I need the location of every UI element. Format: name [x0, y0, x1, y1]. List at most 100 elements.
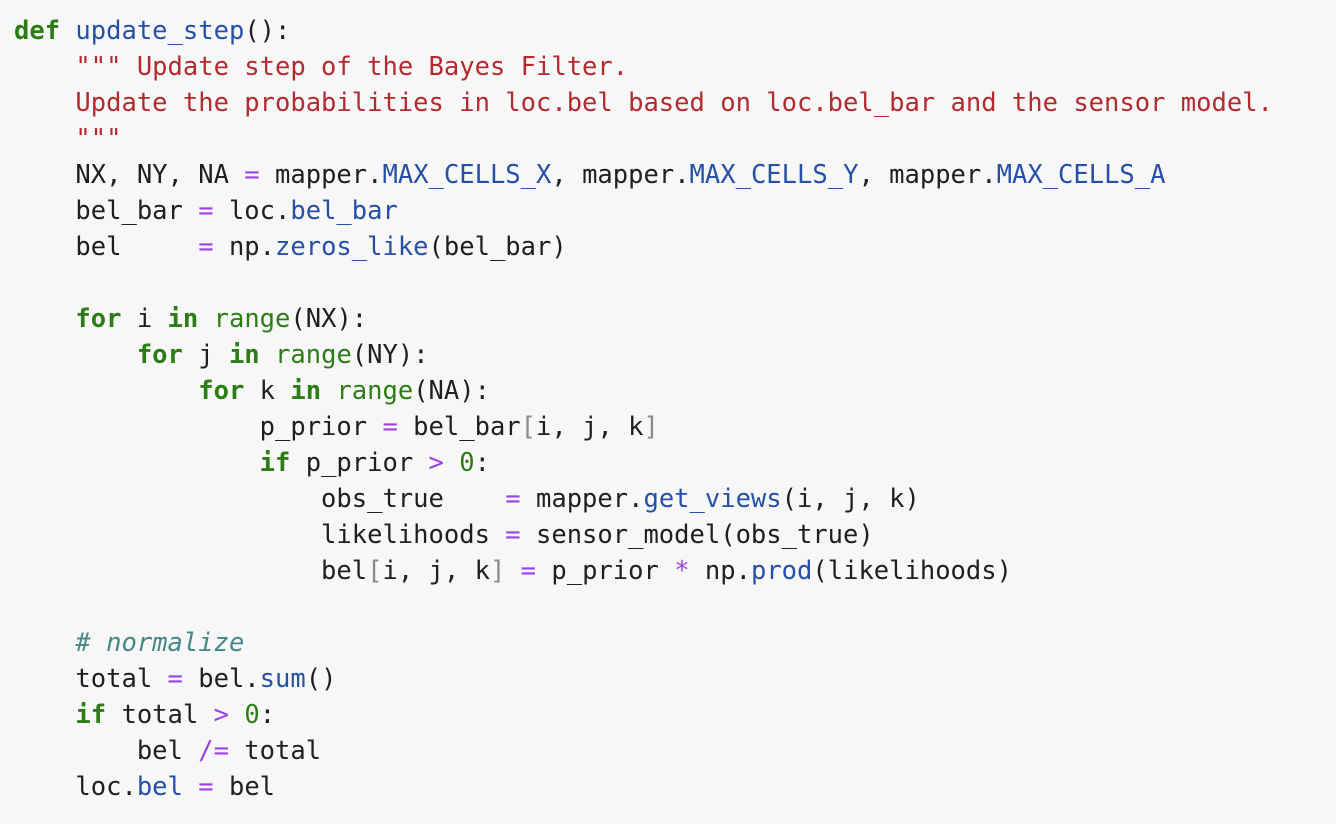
- code-token-plain: [60, 16, 75, 46]
- code-token-plain: (NY):: [351, 340, 429, 370]
- code-token-op: =: [198, 772, 214, 802]
- code-token-builtin: range: [275, 340, 352, 370]
- code-token-plain: total: [228, 736, 322, 766]
- code-line[interactable]: bel /= total: [14, 733, 1336, 769]
- code-token-kw: in: [228, 340, 260, 370]
- code-token-op: =: [244, 160, 260, 190]
- code-token-kw: for: [136, 340, 183, 370]
- code-token-plain: , mapper.: [551, 160, 690, 190]
- code-token-kw: def: [14, 16, 61, 46]
- code-token-plain: [183, 772, 198, 802]
- code-token-plain: j: [182, 340, 229, 370]
- code-line-empty[interactable]: [14, 589, 1336, 625]
- code-line[interactable]: Update the probabilities in loc.bel base…: [14, 85, 1336, 121]
- code-token-plain: [14, 52, 75, 82]
- code-line[interactable]: if p_prior > 0:: [14, 445, 1336, 481]
- code-token-plain: , mapper.: [858, 160, 997, 190]
- code-token-brk: ]: [643, 412, 659, 442]
- code-token-plain: [321, 376, 336, 406]
- code-line[interactable]: """ Update step of the Bayes Filter.: [14, 49, 1336, 85]
- code-token-kw: for: [75, 304, 122, 334]
- code-token-op: =: [382, 412, 398, 442]
- code-token-attr: bel: [136, 772, 183, 802]
- code-token-op: =: [167, 664, 183, 694]
- code-line[interactable]: bel_bar = loc.bel_bar: [14, 193, 1336, 229]
- code-token-op: =: [505, 484, 521, 514]
- code-token-plain: bel: [14, 232, 199, 262]
- code-token-brk: [: [367, 556, 383, 586]
- code-line[interactable]: if total > 0:: [14, 697, 1336, 733]
- code-line[interactable]: p_prior = bel_bar[i, j, k]: [14, 409, 1336, 445]
- code-token-plain: bel: [14, 556, 368, 586]
- code-token-attr: MAX_CELLS_A: [996, 160, 1166, 190]
- code-token-plain: (i, j, k): [781, 484, 920, 514]
- code-token-attr: MAX_CELLS_Y: [689, 160, 859, 190]
- code-token-plain: [14, 88, 75, 118]
- code-line[interactable]: total = bel.sum(): [14, 661, 1336, 697]
- code-line[interactable]: for k in range(NA):: [14, 373, 1336, 409]
- code-token-str: Update the probabilities in loc.bel base…: [75, 88, 1273, 118]
- code-token-attr: get_views: [643, 484, 782, 514]
- code-token-op: >: [428, 448, 444, 478]
- code-token-plain: obs_true: [14, 484, 506, 514]
- code-token-op: =: [520, 556, 537, 586]
- code-token-op: *: [674, 556, 690, 586]
- code-token-str: """: [75, 124, 122, 154]
- code-line-empty[interactable]: [14, 265, 1336, 301]
- code-line[interactable]: for j in range(NY):: [14, 337, 1336, 373]
- code-token-plain: sensor_model(obs_true): [520, 520, 874, 550]
- code-token-kw: in: [290, 376, 322, 406]
- code-line[interactable]: """: [14, 121, 1336, 157]
- code-token-plain: total: [106, 700, 214, 730]
- code-token-plain: likelihoods: [14, 520, 506, 550]
- code-token-comment: # normalize: [75, 628, 245, 658]
- code-token-plain: NX, NY, NA: [14, 160, 245, 190]
- code-token-op: =: [198, 232, 214, 262]
- code-line[interactable]: NX, NY, NA = mapper.MAX_CELLS_X, mapper.…: [14, 157, 1336, 193]
- code-line[interactable]: loc.bel = bel: [14, 769, 1336, 805]
- code-token-plain: [260, 340, 275, 370]
- code-token-plain: loc.: [213, 196, 291, 226]
- code-line[interactable]: bel = np.zeros_like(bel_bar): [14, 229, 1336, 265]
- code-token-plain: i: [121, 304, 168, 334]
- code-line[interactable]: bel[i, j, k] = p_prior * np.prod(likelih…: [14, 553, 1336, 589]
- code-token-brk: ]: [489, 556, 506, 586]
- code-line[interactable]: obs_true = mapper.get_views(i, j, k): [14, 481, 1336, 517]
- code-line[interactable]: likelihoods = sensor_model(obs_true): [14, 517, 1336, 553]
- code-token-plain: [14, 304, 75, 334]
- code-token-plain: bel.: [182, 664, 260, 694]
- code-token-plain: i, j, k: [536, 412, 644, 442]
- code-token-plain: p_prior: [536, 556, 675, 586]
- code-token-op: /=: [198, 736, 229, 766]
- code-line[interactable]: def update_step():: [14, 13, 1336, 49]
- code-token-plain: [229, 700, 244, 730]
- code-token-plain: bel_bar: [397, 412, 521, 442]
- code-token-plain: mapper.: [259, 160, 383, 190]
- code-token-plain: bel: [14, 736, 199, 766]
- code-token-plain: total: [14, 664, 168, 694]
- code-token-attr: prod: [750, 556, 813, 586]
- code-token-str: """ Update step of the Bayes Filter.: [75, 52, 629, 82]
- code-token-plain: p_prior: [14, 412, 383, 442]
- code-token-plain: loc.: [14, 772, 137, 802]
- code-token-plain: [14, 376, 198, 406]
- code-token-plain: np.: [213, 232, 276, 262]
- code-token-plain: k: [244, 376, 291, 406]
- code-token-kw: if: [259, 448, 291, 478]
- code-token-plain: :: [474, 448, 490, 478]
- code-token-plain: bel: [213, 772, 276, 802]
- code-line[interactable]: # normalize: [14, 625, 1336, 661]
- code-token-plain: [14, 700, 75, 730]
- code-token-plain: [505, 556, 520, 586]
- code-line[interactable]: for i in range(NX):: [14, 301, 1336, 337]
- code-token-kw: in: [167, 304, 199, 334]
- code-token-op: =: [505, 520, 521, 550]
- code-token-kw: if: [75, 700, 107, 730]
- code-token-plain: i, j, k: [382, 556, 490, 586]
- code-token-plain: [14, 124, 75, 154]
- code-token-plain: bel_bar: [14, 196, 199, 226]
- code-token-plain: [14, 628, 75, 658]
- code-token-plain: :: [259, 700, 276, 730]
- code-token-builtin: range: [213, 304, 291, 334]
